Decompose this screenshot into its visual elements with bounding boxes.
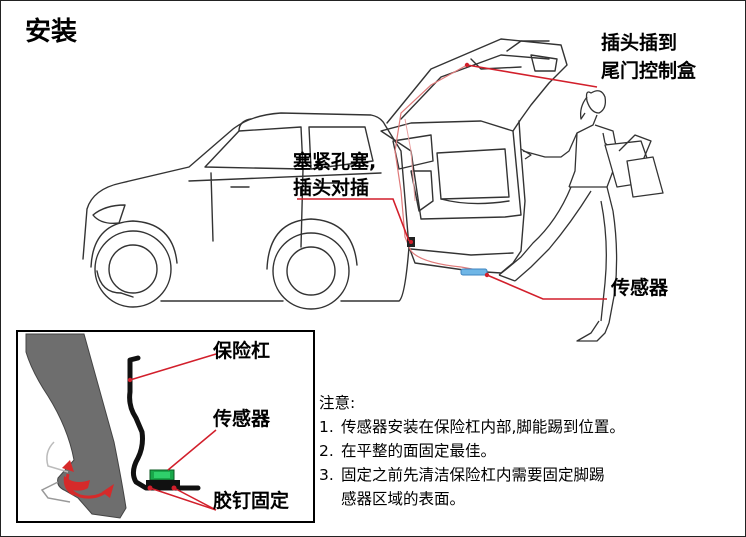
note-number: 3. bbox=[319, 466, 334, 484]
plug-label-line2: 尾门控制盒 bbox=[601, 60, 697, 82]
bumper-profile bbox=[127, 355, 201, 491]
side-windows bbox=[204, 126, 304, 170]
leader-bumper bbox=[129, 353, 217, 381]
leader-inset-sensor bbox=[167, 429, 217, 471]
wiring-harness bbox=[394, 64, 484, 272]
inset-detail-panel bbox=[16, 330, 315, 523]
note-item-2: 2. 在平整的面固定最佳。 bbox=[319, 439, 744, 463]
grommet-label-line1: 塞紧孔塞, bbox=[293, 151, 377, 173]
leader-sensor bbox=[486, 274, 607, 300]
rear-wheel bbox=[272, 232, 350, 310]
plug-label-line1: 插头插到 bbox=[601, 32, 678, 54]
inset-sensor-label: 传感器 bbox=[213, 408, 271, 430]
grommet-label-line2: 插头对插 bbox=[293, 177, 370, 199]
note-text: 固定之前先清洁保险杠内需要固定脚踢 bbox=[341, 466, 605, 484]
sensor-label: 传感器 bbox=[611, 277, 669, 299]
note-text: 在平整的面固定最佳。 bbox=[341, 442, 497, 460]
leader-plug bbox=[466, 64, 598, 88]
note-text: 传感器安装在保险杠内部,脚能踢到位置。 bbox=[341, 418, 625, 436]
sensor-on-car bbox=[460, 268, 488, 276]
grommet-label: 塞紧孔塞, 插头对插 bbox=[293, 149, 376, 201]
plug-to-controller-label: 插头插到 尾门控制盒 bbox=[601, 29, 696, 85]
woman-figure bbox=[498, 90, 664, 342]
bumper-label: 保险杠 bbox=[213, 340, 271, 362]
kicking-leg bbox=[25, 333, 127, 519]
open-tailgate bbox=[386, 38, 568, 132]
inset-illustration bbox=[25, 333, 217, 519]
leader-adhesive-b bbox=[173, 487, 217, 511]
note-number: 2. bbox=[319, 442, 334, 460]
adhesive-tape bbox=[146, 480, 180, 486]
note-item-3-continued: 感器区域的表面。 bbox=[341, 490, 466, 508]
note-number: 1. bbox=[319, 418, 334, 436]
leader-adhesive-a bbox=[149, 487, 217, 511]
note-item-3: 3. 固定之前先清洁保险杠内需要固定脚踢 bbox=[319, 463, 744, 487]
note-item-1: 1. 传感器安装在保险杠内部,脚能踢到位置。 bbox=[319, 415, 744, 439]
tailgate-opening bbox=[380, 120, 522, 220]
notes-heading: 注意: bbox=[319, 394, 356, 412]
front-wheel bbox=[94, 230, 172, 308]
page-title: 安装 bbox=[25, 17, 78, 47]
car-body bbox=[82, 112, 526, 274]
adhesive-label: 胶钉固定 bbox=[213, 490, 290, 512]
leader-grommet bbox=[297, 198, 410, 242]
notes-block: 注意: 1. 传感器安装在保险杠内部,脚能踢到位置。 2. 在平整的面固定最佳。… bbox=[319, 391, 744, 511]
